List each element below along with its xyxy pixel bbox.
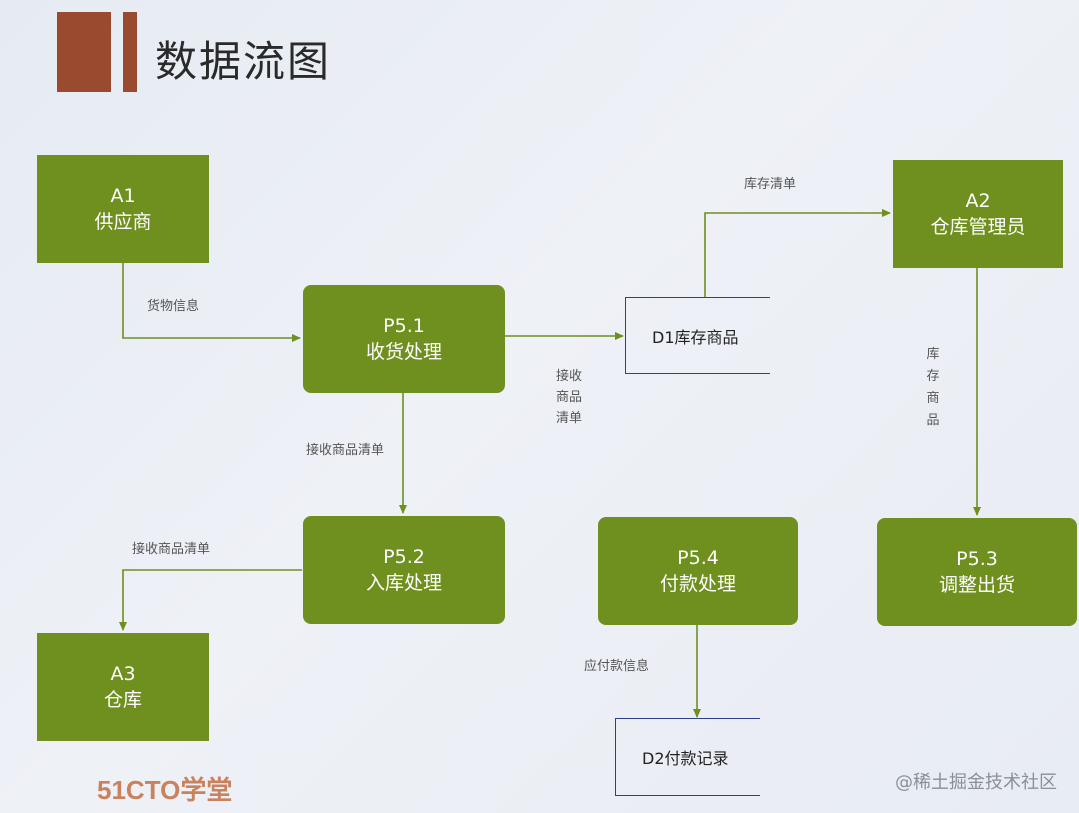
datastore-d2-payment-records: D2付款记录 <box>615 718 760 796</box>
process-p53-id: P5.3 <box>956 548 998 570</box>
title-decor-bar-large <box>57 12 111 92</box>
page-title: 数据流图 <box>155 37 332 86</box>
flow-a1-to-p51 <box>122 263 301 342</box>
entity-a3-id: A3 <box>110 663 136 685</box>
flow-label-goods-info: 货物信息 <box>147 299 200 314</box>
entity-a3-warehouse: A3 仓库 <box>37 633 209 741</box>
entity-a2-name: 仓库管理员 <box>930 216 1026 238</box>
process-p51-name: 收货处理 <box>365 341 442 363</box>
entity-a2-id: A2 <box>965 190 991 212</box>
process-p54-payment: P5.4 付款处理 <box>598 517 798 625</box>
process-p54-id: P5.4 <box>677 547 719 569</box>
flow-label-inventory-list: 库存清单 <box>744 177 797 192</box>
watermark: @稀土掘金技术社区 <box>895 772 1057 793</box>
datastore-d1-label: D1库存商品 <box>652 327 739 347</box>
title-decor-bar-small <box>123 12 137 92</box>
flow-p52-to-a3 <box>119 569 302 631</box>
entity-a1-id: A1 <box>110 185 136 207</box>
process-p52-name: 入库处理 <box>365 572 442 594</box>
process-p51-receiving: P5.1 收货处理 <box>303 285 505 393</box>
flow-label-stock-goods: 库存商品 <box>926 347 940 428</box>
logo-51cto: 51CTO学堂 <box>97 775 233 805</box>
flow-label-payable-info: 应付款信息 <box>584 659 650 674</box>
flow-d1-to-a2 <box>704 209 891 297</box>
datastore-d2-label: D2付款记录 <box>642 749 729 768</box>
process-p51-id: P5.1 <box>383 315 425 337</box>
entity-a1-supplier: A1 供应商 <box>37 155 209 263</box>
datastore-d1-inventory: D1库存商品 <box>625 297 770 374</box>
process-p52-id: P5.2 <box>383 546 425 568</box>
flow-label-receive-list-vertical: 接收商品清单 <box>555 369 582 426</box>
process-p53-name: 调整出货 <box>938 574 1015 596</box>
flow-label-receive-list-p51-p52: 接收商品清单 <box>306 443 385 458</box>
entity-a3-name: 仓库 <box>103 689 142 711</box>
process-p52-stock-in: P5.2 入库处理 <box>303 516 505 624</box>
entity-a2-warehouse-manager: A2 仓库管理员 <box>893 160 1063 268</box>
process-p54-name: 付款处理 <box>659 573 736 595</box>
process-p53-adjust-shipping: P5.3 调整出货 <box>877 518 1077 626</box>
flow-label-receive-list-p52-a3: 接收商品清单 <box>132 542 211 557</box>
entity-a1-name: 供应商 <box>94 211 152 233</box>
